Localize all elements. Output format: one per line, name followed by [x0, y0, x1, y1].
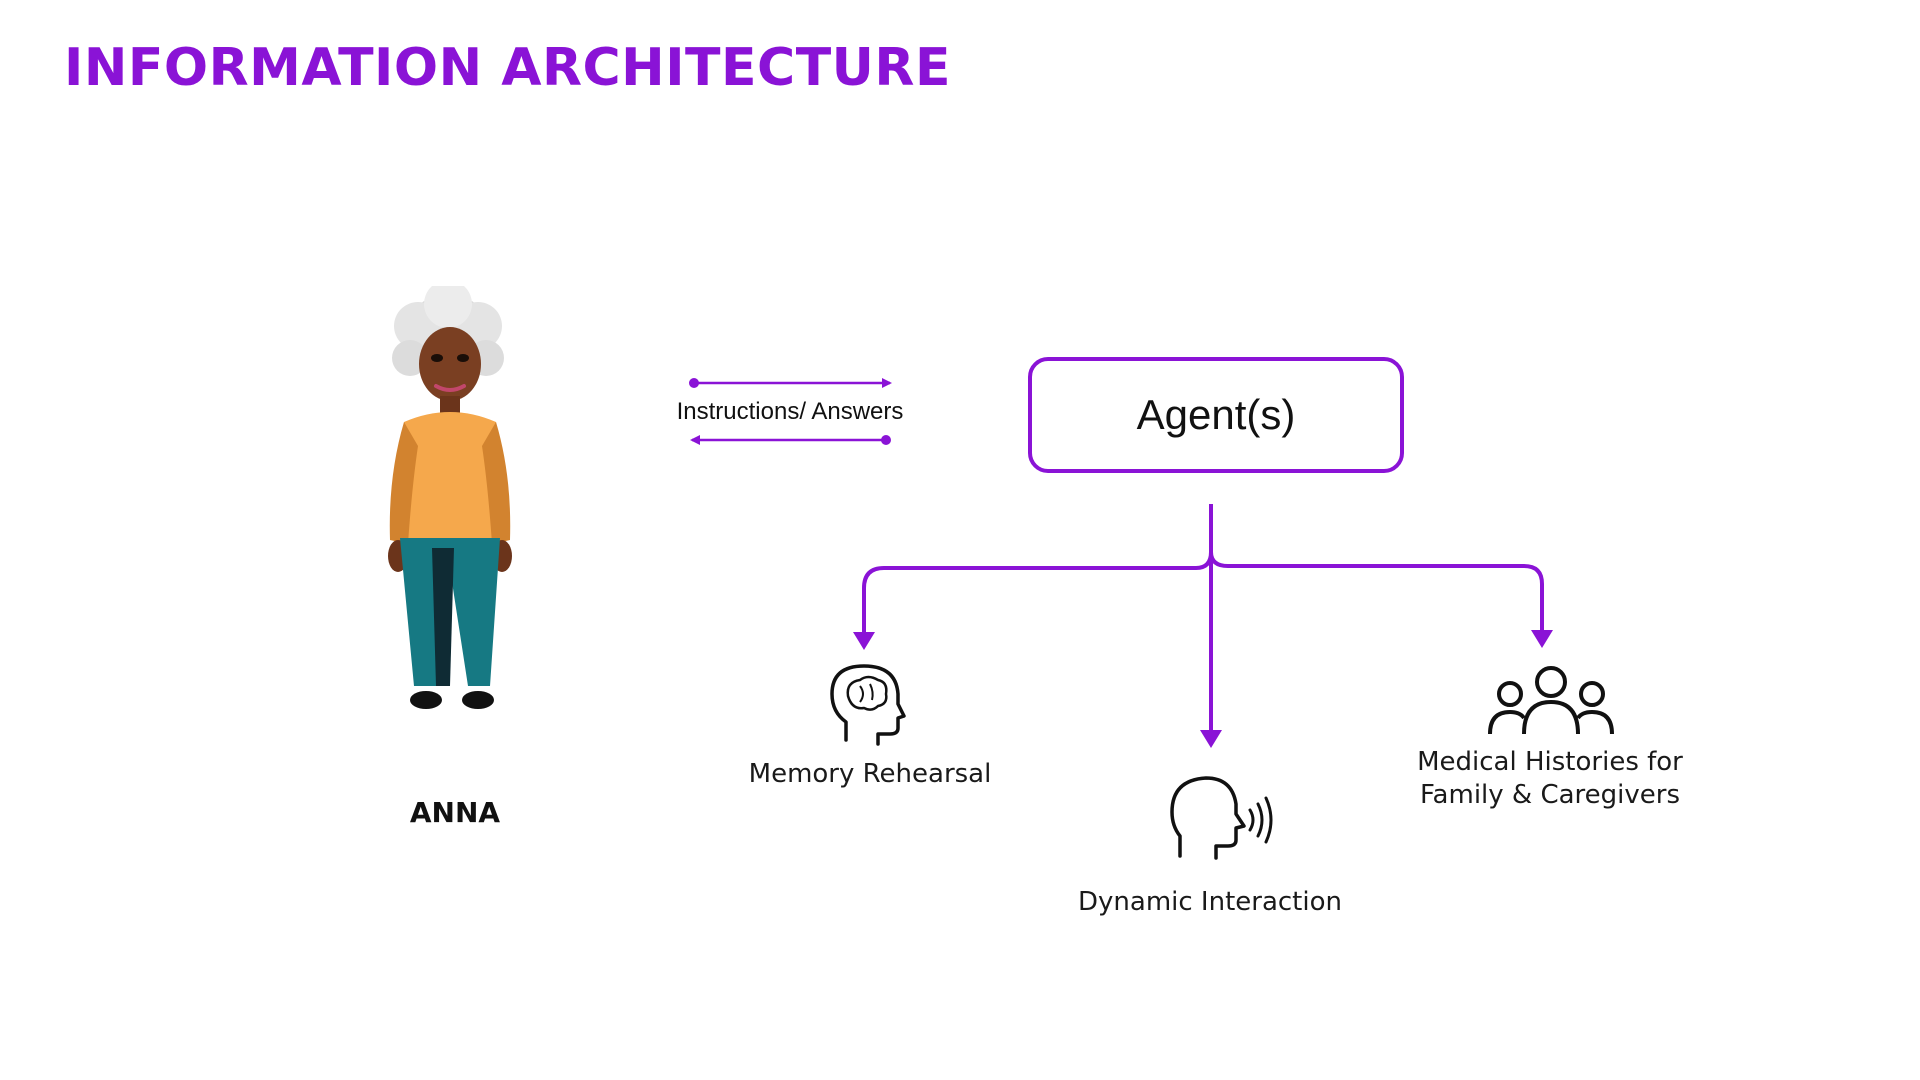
group-people-icon: [1488, 666, 1614, 735]
dynamic-interaction-label: Dynamic Interaction: [1060, 886, 1360, 919]
agent-label: Agent(s): [1136, 391, 1296, 438]
speaking-head-icon: [1170, 776, 1273, 860]
arrowhead-medical: [1531, 630, 1553, 648]
brain-head-icon: [830, 664, 906, 746]
elderly-woman-illustration: [388, 286, 512, 709]
agent-branch-connectors: [862, 504, 1544, 732]
arrowhead-dynamic: [1200, 730, 1222, 748]
persona-name: ANNA: [409, 796, 501, 829]
agent-box: Agent(s): [1028, 357, 1404, 473]
arrowhead-memory: [853, 632, 875, 650]
exchange-label: Instructions/ Answers: [676, 398, 904, 425]
medical-histories-line-1: Medical Histories for: [1417, 747, 1683, 777]
response-arrow: [690, 435, 891, 445]
medical-histories-label: Medical Histories for Family & Caregiver…: [1390, 746, 1710, 812]
medical-histories-line-2: Family & Caregivers: [1419, 780, 1680, 810]
memory-rehearsal-label: Memory Rehearsal: [720, 758, 1020, 791]
memory-rehearsal-line: Memory Rehearsal: [748, 759, 992, 789]
request-arrow: [689, 378, 892, 388]
dynamic-interaction-line: Dynamic Interaction: [1078, 887, 1342, 917]
page-title: INFORMATION ARCHITECTURE: [64, 38, 951, 98]
